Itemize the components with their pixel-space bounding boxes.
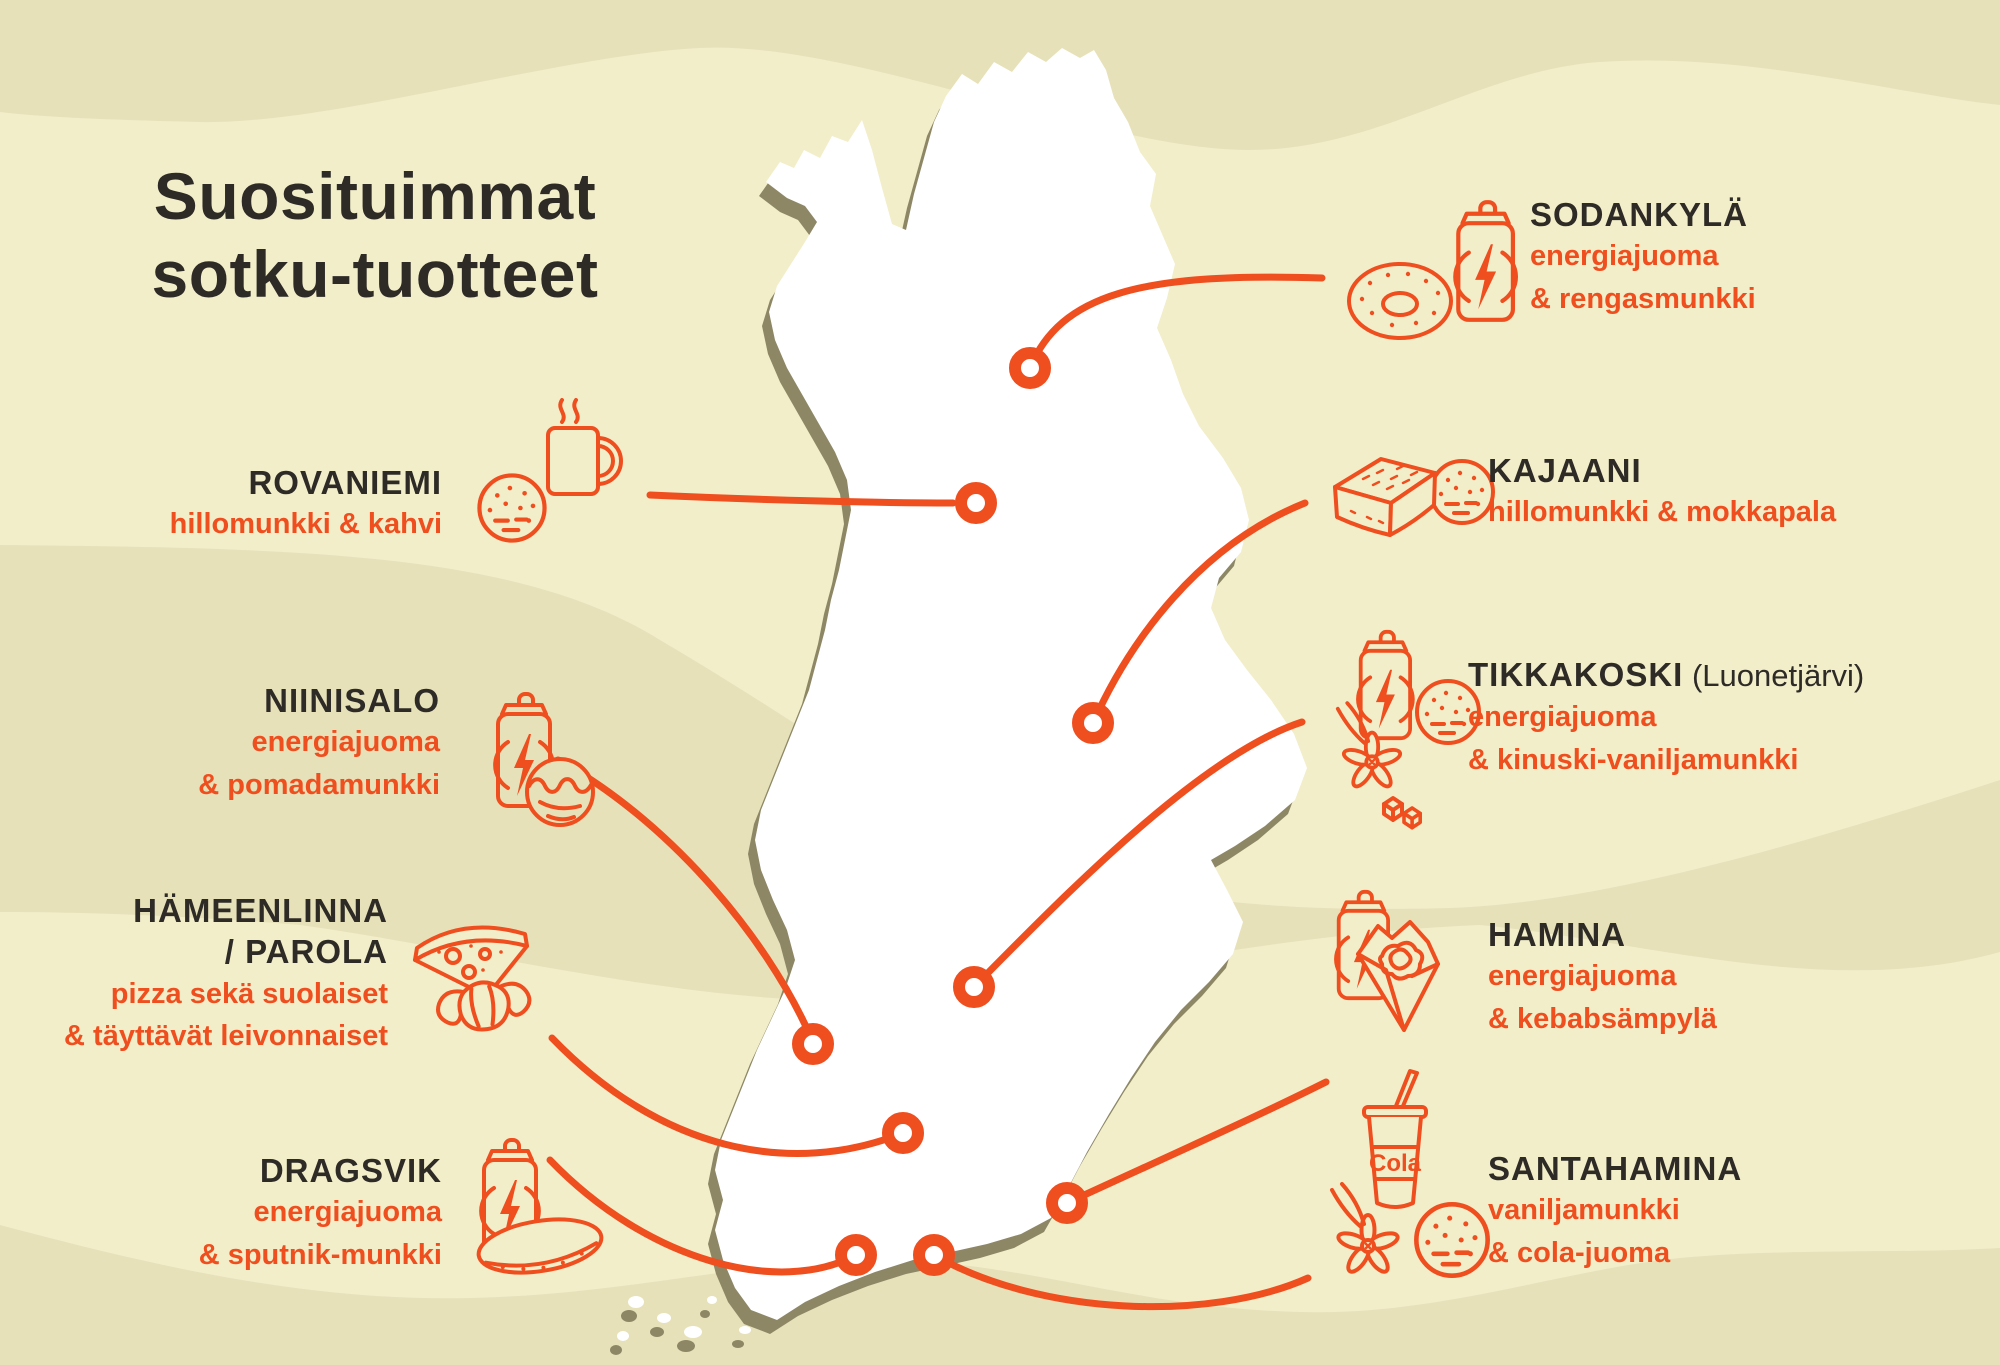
location-product: & rengasmunkki [1530, 283, 1756, 316]
finland-map [610, 48, 1307, 1355]
energy-drink-can-icon [1356, 629, 1415, 741]
background-wave-middle [0, 545, 2000, 1001]
page-title: Suosituimmat sotku-tuotteet [80, 158, 670, 314]
location-product: & kinuski-vaniljamunkki [1468, 743, 1799, 776]
location-product: & kebabsämpylä [1488, 1003, 1717, 1036]
coffee-mug-icon [546, 398, 623, 496]
map-dots [792, 347, 1114, 1276]
kebab-wrap-icon [1356, 920, 1440, 1032]
croissant-icon [436, 980, 532, 1032]
icon-group-hameenlinna [413, 925, 532, 1032]
location-label-dragsvik: DRAGSVIK energiajuoma & sputnik-munkki [199, 1150, 442, 1277]
location-label-rovaniemi: ROVANIEMI hillomunkki & kahvi [170, 462, 442, 546]
location-label-kajaani: KAJAANI hillomunkki & mokkapala [1488, 450, 1836, 534]
connector-line-kajaani [1089, 499, 1309, 727]
map-dot-kajaani [1072, 702, 1114, 744]
map-dot-santahamina [913, 1234, 955, 1276]
cola-label: Cola [1369, 1150, 1422, 1177]
background-wave-bottom [0, 1225, 2000, 1365]
ring-donut-icon [1347, 262, 1453, 340]
location-label-sodankyla: SODANKYLÄ energiajuoma & rengasmunkki [1530, 194, 1756, 321]
food-icons: Cola [413, 202, 1516, 1280]
location-product: hillomunkki & mokkapala [1488, 496, 1837, 529]
icon-group-santahamina: Cola [1330, 1069, 1488, 1276]
connector-line-sodankyla [1026, 273, 1326, 372]
pizza-slice-icon [413, 925, 529, 998]
icon-group-hamina [1334, 889, 1440, 1032]
location-product: pizza sekä suolaiset [110, 977, 388, 1010]
connector-line-tikkakoski [970, 718, 1306, 991]
location-name: ROVANIEMI [248, 464, 442, 501]
icon-group-rovaniemi [479, 398, 623, 541]
location-name: KAJAANI [1488, 452, 1642, 489]
mokkapala-icon [1333, 457, 1437, 537]
location-product: & cola-juoma [1488, 1237, 1671, 1270]
location-name: TIKKAKOSKI (Luonetjärvi) [1468, 656, 1865, 693]
location-name-suffix: (Luonetjärvi) [1683, 658, 1865, 693]
energy-drink-can-icon [1455, 202, 1516, 320]
location-label-santahamina: SANTAHAMINA vaniljamunkki & cola-juoma [1488, 1148, 1742, 1275]
jam-donut-icon [479, 475, 544, 540]
icon-group-dragsvik [476, 1138, 604, 1275]
map-dot-hameenlinna [882, 1112, 924, 1154]
steam-lines [558, 398, 580, 424]
icon-group-niinisalo [493, 692, 595, 827]
page-title-line2: sotku-tuotteet [151, 236, 599, 311]
location-product: energiajuoma [1488, 960, 1677, 993]
location-name: HÄMEENLINNA [133, 892, 388, 929]
location-name: DRAGSVIK [259, 1152, 442, 1189]
location-label-hameenlinna: HÄMEENLINNA / PAROLA pizza sekä suolaise… [64, 890, 388, 1058]
location-label-niinisalo: NIINISALO energiajuoma & pomadamunkki [198, 680, 440, 807]
location-name-line2: / PAROLA [224, 933, 388, 971]
cola-drink-cup-icon: Cola [1362, 1069, 1428, 1209]
connector-line-hamina [1063, 1078, 1330, 1207]
location-product: energiajuoma [1468, 700, 1657, 733]
connector-line-santahamina [930, 1251, 1312, 1311]
connector-line-hameenlinna [548, 1034, 907, 1157]
map-dot-tikkakoski [953, 966, 995, 1008]
location-product: energiajuoma [251, 726, 440, 759]
location-product: energiajuoma [1530, 240, 1719, 273]
icon-group-sodankyla [1347, 202, 1516, 340]
pomade-donut-icon [525, 757, 595, 827]
connector-line-rovaniemi [646, 491, 957, 507]
location-name: HAMINA [1488, 916, 1626, 953]
map-dot-niinisalo [792, 1023, 834, 1065]
location-name: SANTAHAMINA [1488, 1150, 1743, 1187]
page-title-line1: Suosituimmat [153, 159, 597, 233]
location-name: SODANKYLÄ [1530, 196, 1749, 233]
location-product: & täyttävät leivonnaiset [64, 1020, 388, 1053]
jam-donut-icon [1429, 459, 1495, 525]
location-name: NIINISALO [264, 682, 440, 719]
map-dot-rovaniemi [955, 482, 997, 524]
connector-line-dragsvik [546, 1156, 860, 1276]
location-label-tikkakoski: TIKKAKOSKI (Luonetjärvi) energiajuoma & … [1468, 654, 1864, 782]
connector-line-niinisalo [554, 756, 817, 1046]
finland-map-land [617, 48, 1307, 1341]
connector-lines [546, 273, 1330, 1311]
sputnik-donut-icon [476, 1217, 604, 1275]
donut-icon [1416, 1204, 1487, 1275]
location-product: & sputnik-munkki [198, 1239, 442, 1272]
location-label-hamina: HAMINA energiajuoma & kebabsämpylä [1488, 914, 1717, 1041]
map-dot-hamina [1046, 1182, 1088, 1224]
icon-group-kajaani [1333, 457, 1495, 537]
map-dot-sodankyla [1009, 347, 1051, 389]
location-product: hillomunkki & kahvi [169, 508, 442, 541]
map-dot-dragsvik [835, 1234, 877, 1276]
location-product: & pomadamunkki [198, 769, 440, 802]
location-product: energiajuoma [253, 1196, 442, 1229]
location-product: vaniljamunkki [1488, 1194, 1680, 1227]
